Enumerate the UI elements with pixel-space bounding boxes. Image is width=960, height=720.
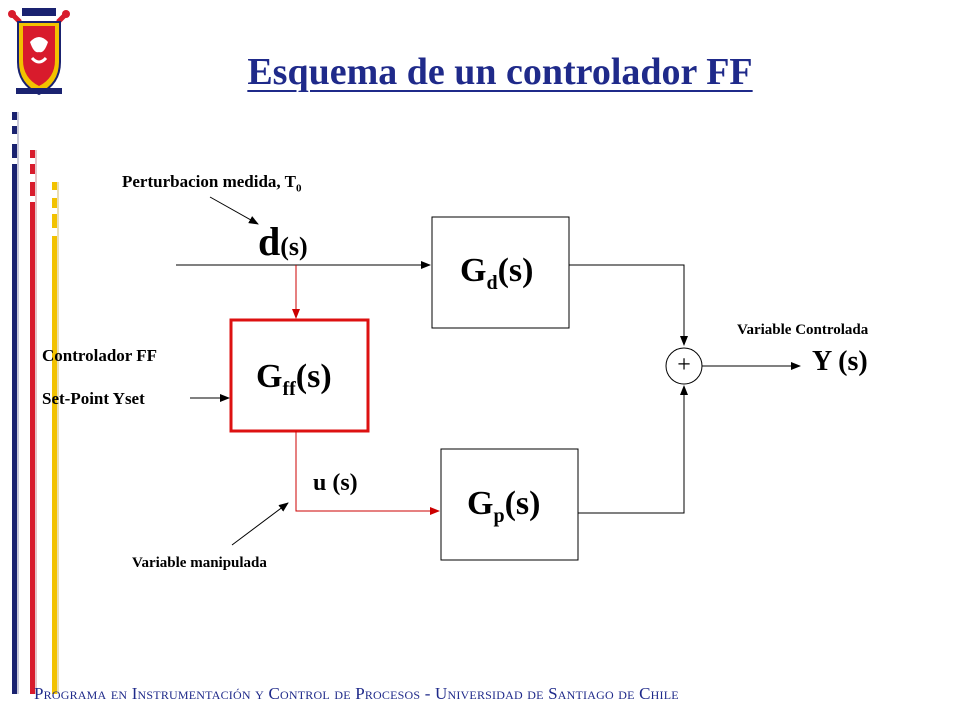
- perturbacion-label: Perturbacion medida, T0: [122, 172, 302, 195]
- university-logo: [8, 8, 70, 96]
- signal-gp-to-sum: [578, 385, 688, 514]
- stripe-yellow-shadow: [57, 182, 59, 694]
- stripe-yellow-dash: [52, 198, 57, 208]
- stripe-yellow: [52, 236, 57, 694]
- gp-block-label: Gp(s): [467, 485, 541, 527]
- stripe-blue-dash: [12, 126, 17, 134]
- page-title: Esquema de un controlador FF: [247, 51, 753, 93]
- variable-manipulada-label: Variable manipulada: [132, 555, 267, 571]
- u-signal-label: u (s): [313, 470, 358, 496]
- gd-block-label: Gd(s): [460, 252, 534, 294]
- stripe-blue-shadow: [17, 112, 19, 694]
- gff-block-label: Gff(s): [256, 358, 332, 400]
- stripe-blue: [12, 164, 17, 694]
- footer: Programa en Instrumentación y Control de…: [34, 684, 679, 703]
- y-output-label: Y (s): [812, 346, 868, 377]
- controlador-ff-label: Controlador FF: [42, 346, 158, 365]
- stripe-blue-dash: [12, 112, 17, 120]
- variable-controlada-label: Variable Controlada: [737, 322, 869, 338]
- stripe-red-dash: [30, 164, 35, 174]
- pointer-variable-manipulada: [231, 502, 289, 546]
- signal-gd-to-sum: [569, 264, 688, 346]
- stripe-yellow-dash: [52, 214, 57, 228]
- stripe-yellow-dash: [52, 182, 57, 190]
- setpoint-label: Set-Point Yset: [42, 389, 145, 408]
- gd-block: [431, 216, 570, 329]
- signal-u-to-gp: [295, 431, 440, 515]
- sum-plus-sign: +: [677, 352, 691, 378]
- pointer-perturbacion: [209, 196, 259, 225]
- stripe-blue-dash: [12, 144, 17, 158]
- stripe-red: [30, 202, 35, 694]
- gff-block: [229, 318, 370, 433]
- stripe-red-dash: [30, 150, 35, 158]
- stripe-red-dash: [30, 182, 35, 196]
- gp-block: [440, 448, 579, 561]
- decorative-stripes: [12, 112, 59, 694]
- stripe-red-shadow: [35, 150, 37, 694]
- d-signal-label: d(s): [258, 219, 308, 264]
